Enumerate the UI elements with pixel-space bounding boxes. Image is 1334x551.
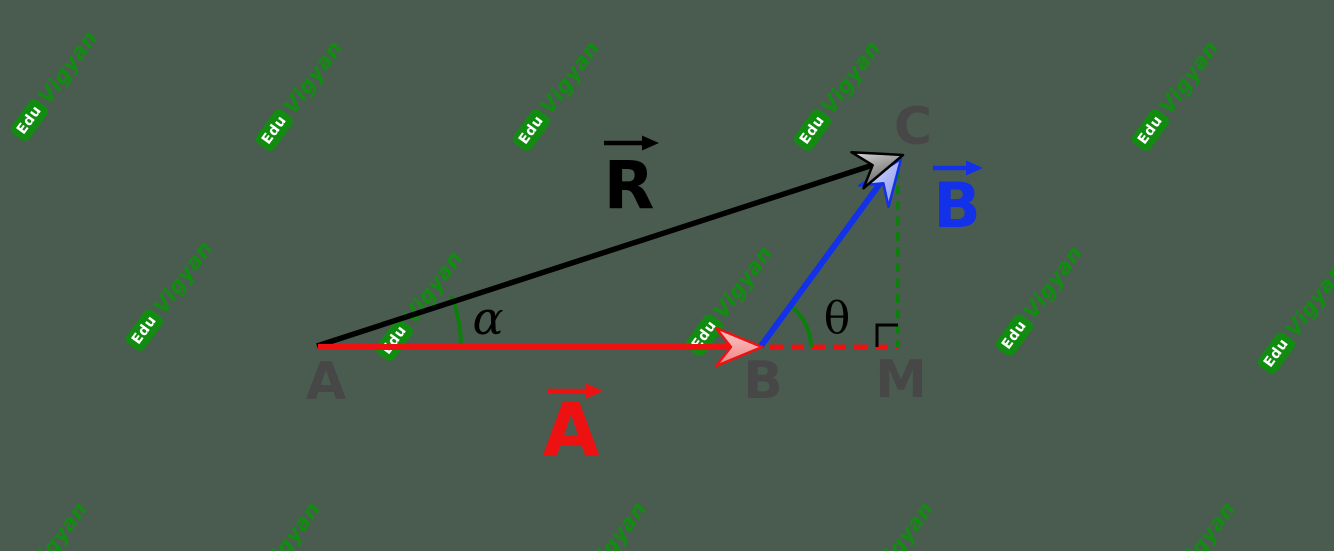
right-angle-mark — [875, 323, 898, 347]
vector-r-line — [316, 161, 877, 349]
point-label-c: C — [893, 97, 933, 157]
a-vector-arrow-icon — [548, 383, 603, 399]
angle-theta-label: θ — [823, 293, 851, 344]
r-vector-arrow-icon — [604, 135, 659, 151]
point-label-b: B — [743, 351, 783, 411]
angle-theta-arc — [788, 304, 814, 348]
resultant-vector-label: R — [603, 147, 655, 224]
vector-b-line — [758, 176, 887, 348]
vector-b-label: B — [933, 169, 981, 242]
vector-a-arrowhead — [714, 326, 764, 368]
b-vector-arrow-icon — [933, 160, 983, 176]
vector-a-label: A — [542, 388, 600, 474]
point-label-a: A — [305, 352, 347, 412]
vector-r-arrowhead — [850, 150, 905, 190]
point-label-m: M — [875, 350, 927, 410]
angle-alpha-label: α — [472, 291, 504, 345]
